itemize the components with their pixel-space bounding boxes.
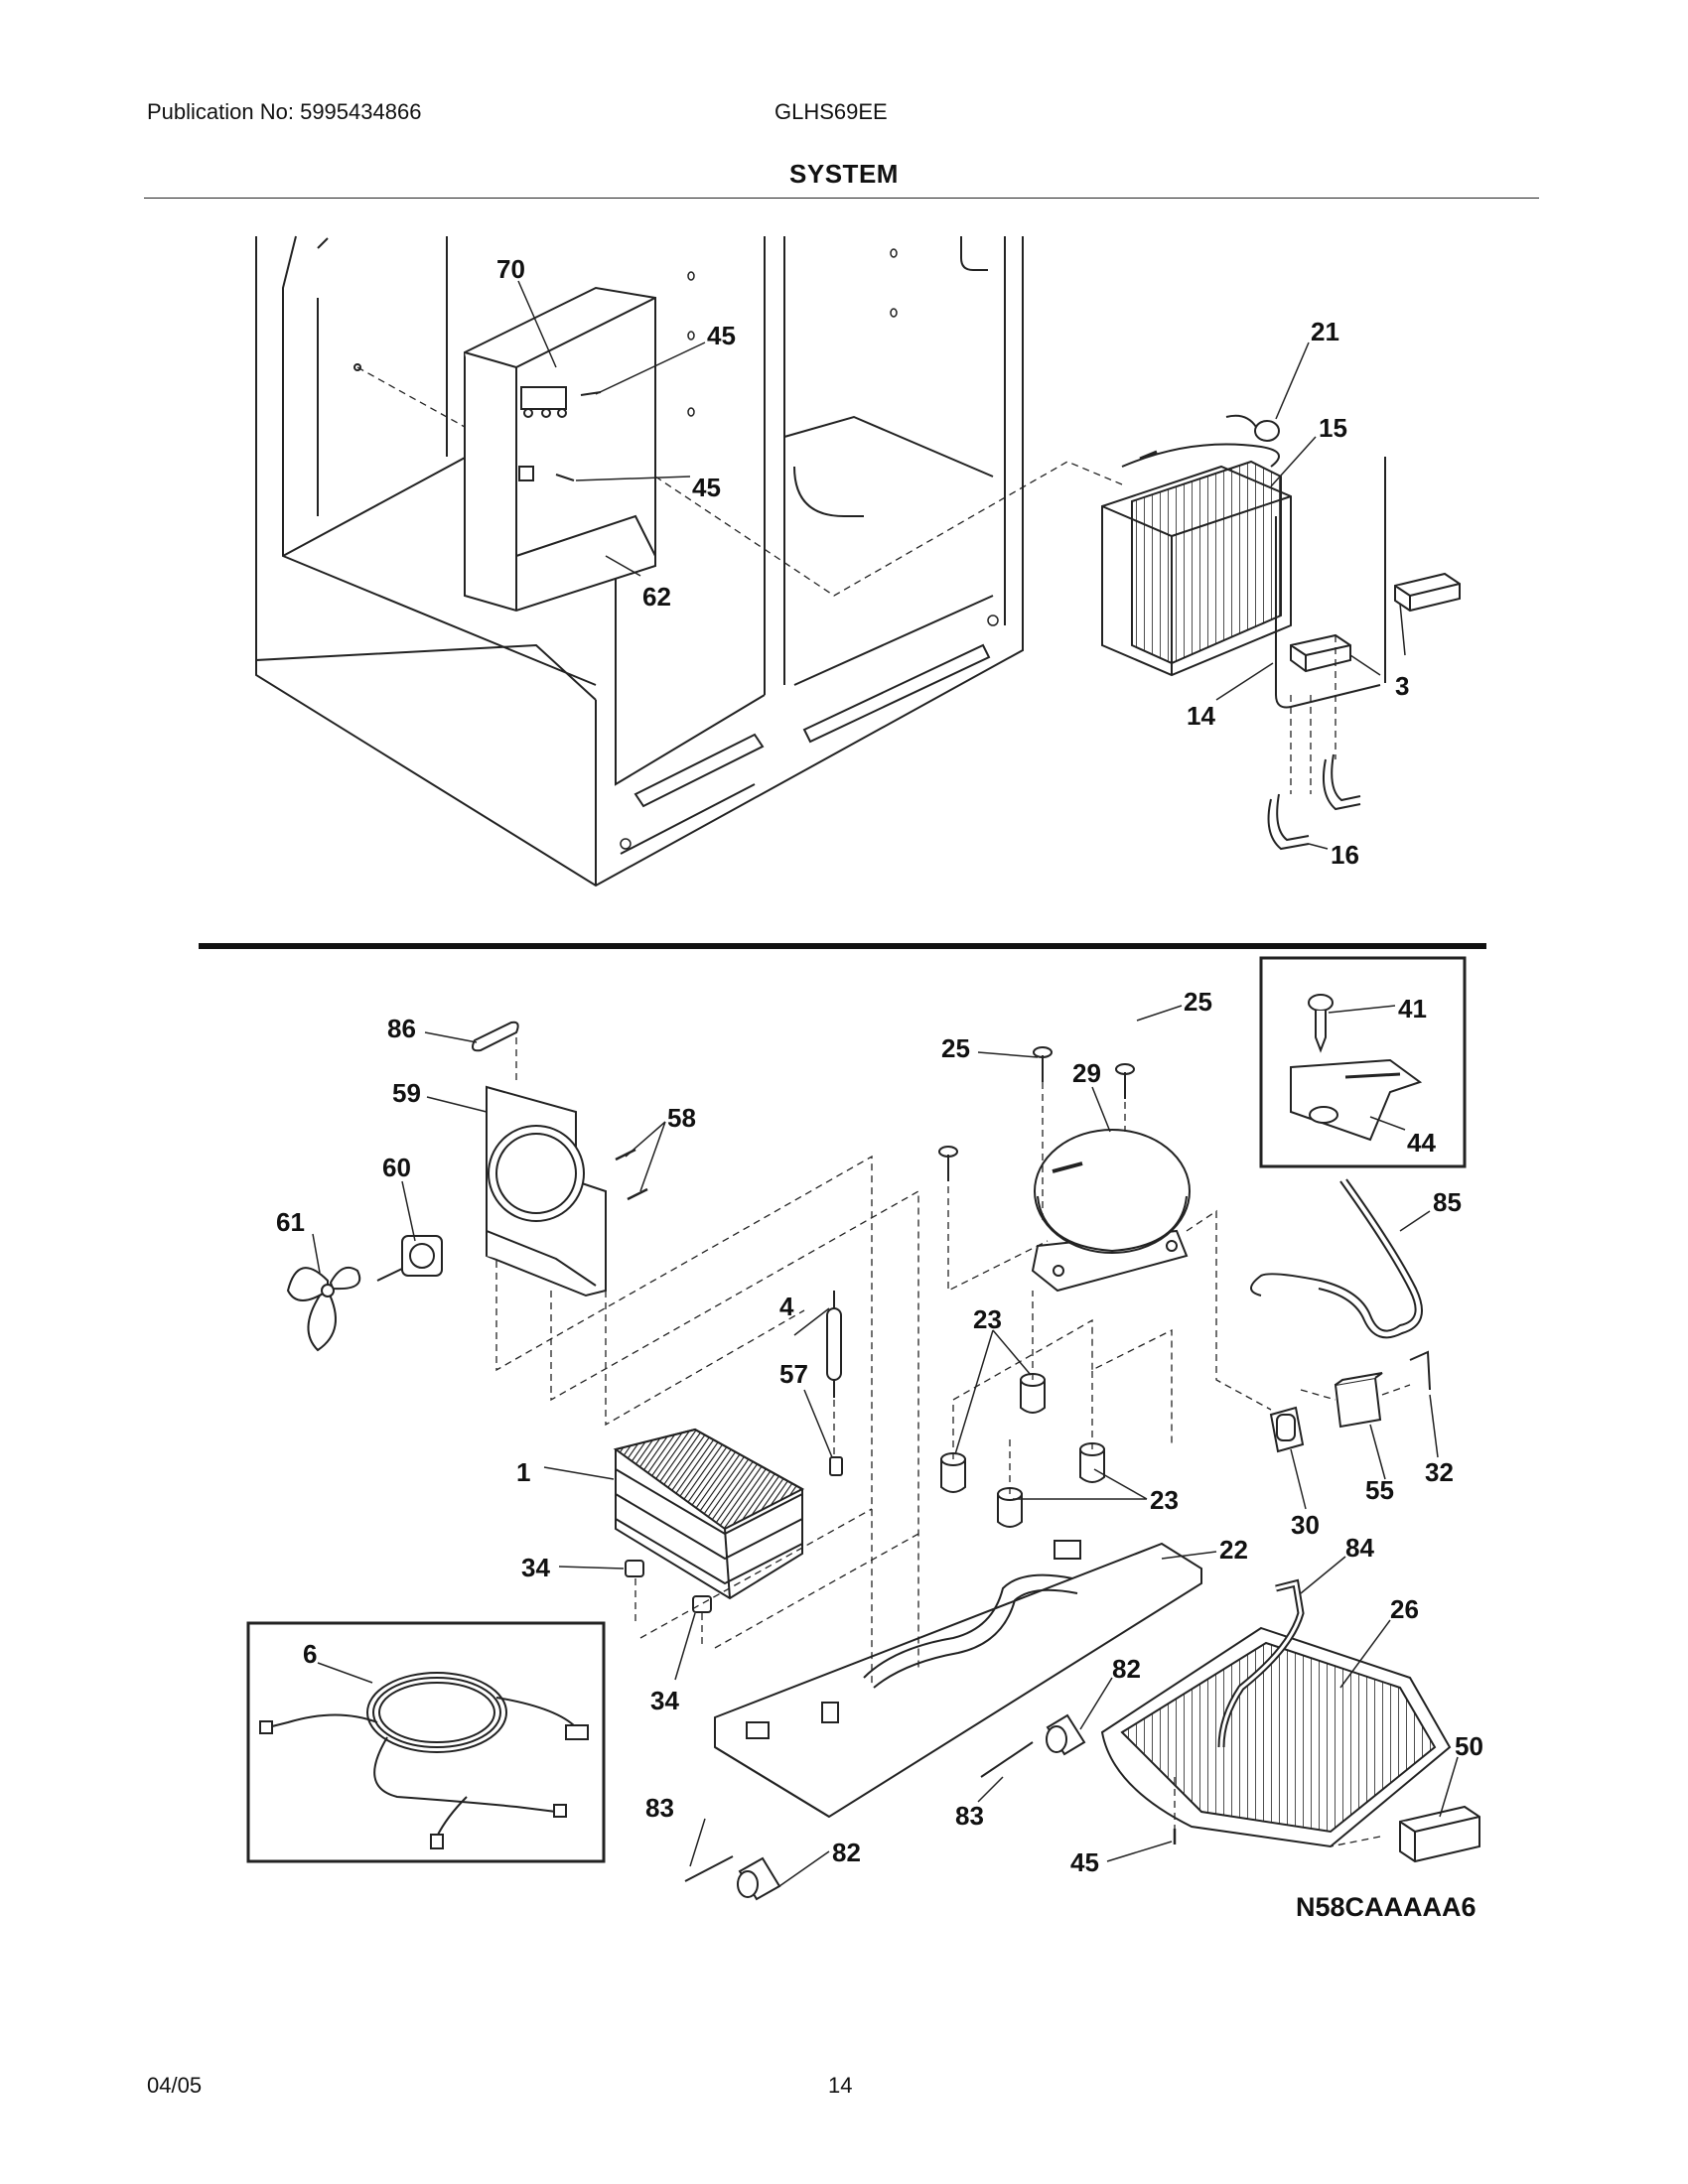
shroud-clip (472, 1021, 519, 1052)
callout-26: 26 (1390, 1594, 1419, 1624)
roller-screws (684, 1741, 1034, 1882)
callout-86: 86 (387, 1014, 416, 1043)
callout-23: 23 (973, 1304, 1002, 1334)
callout-59: 59 (392, 1078, 421, 1108)
callout-58: 58 (667, 1103, 696, 1133)
defrost-heater (1275, 457, 1386, 709)
condenser-coil (613, 1428, 805, 1600)
inset-bracket (1290, 994, 1423, 1142)
machine-base-pan (714, 1540, 1202, 1819)
inset-bracket-box (1259, 956, 1467, 1168)
callout-41: 41 (1398, 994, 1427, 1024)
callout-45: 45 (1070, 1847, 1099, 1877)
callout-60: 60 (382, 1153, 411, 1182)
model-number: GLHS69EE (774, 99, 888, 124)
callout-labels: 70 45 45 62 21 15 14 3 16 86 59 58 60 61… (276, 254, 1483, 1877)
callout-55: 55 (1365, 1475, 1394, 1505)
callout-34: 34 (650, 1686, 679, 1715)
callout-85: 85 (1433, 1187, 1462, 1217)
callout-14: 14 (1187, 701, 1215, 731)
publication-date: 04/05 (147, 2073, 203, 2098)
callout-30: 30 (1291, 1510, 1320, 1540)
callout-29: 29 (1072, 1058, 1101, 1088)
callout-62: 62 (642, 582, 671, 612)
callout-44: 44 (1407, 1128, 1436, 1158)
callout-32: 32 (1425, 1457, 1454, 1487)
callout-21: 21 (1311, 317, 1339, 346)
condenser-fan-motor (376, 1235, 443, 1282)
title-rule (144, 198, 1539, 199)
callout-57: 57 (779, 1359, 808, 1389)
callout-70: 70 (496, 254, 525, 284)
section-title: SYSTEM (789, 159, 899, 189)
callout-82: 82 (1112, 1654, 1141, 1684)
publication-number: Publication No: 5995434866 (147, 99, 422, 124)
compressor (1031, 1129, 1191, 1293)
compressor-grommets (940, 1373, 1105, 1528)
callout-22: 22 (1219, 1535, 1248, 1565)
callout-15: 15 (1319, 413, 1347, 443)
rollers (737, 1713, 1086, 1901)
callout-6: 6 (303, 1639, 317, 1669)
callout-23: 23 (1150, 1485, 1179, 1515)
callout-1: 1 (516, 1457, 530, 1487)
foam-blocks (1290, 572, 1461, 673)
callout-25: 25 (1184, 987, 1212, 1017)
callout-16: 16 (1331, 840, 1359, 870)
bottom-dash-lines (495, 1037, 1411, 1847)
callout-50: 50 (1455, 1731, 1483, 1761)
evaporator-coil (1101, 443, 1292, 677)
callout-45: 45 (692, 473, 721, 502)
condenser-fan-blade (286, 1267, 361, 1352)
callout-34: 34 (521, 1553, 550, 1582)
ice-chute-housing (464, 286, 656, 613)
filter-drier (826, 1291, 843, 1476)
callout-25: 25 (941, 1033, 970, 1063)
compressor-bolts (938, 1046, 1135, 1181)
callout-3: 3 (1395, 671, 1409, 701)
drain-pan-bracket (1399, 1805, 1480, 1863)
cabinet-holes (620, 248, 999, 850)
defrost-sensor (1225, 414, 1280, 442)
cabinet-liner (255, 235, 1024, 887)
top-dash-lines (356, 366, 1336, 794)
callout-leaders (312, 280, 1459, 1887)
electrical-components (1269, 1350, 1431, 1453)
fan-wire-bracket (1250, 1178, 1423, 1339)
condenser-grommets (625, 1560, 712, 1613)
power-cord (259, 1672, 589, 1849)
callout-83: 83 (645, 1793, 674, 1823)
callout-84: 84 (1345, 1533, 1374, 1563)
page-number: 14 (828, 2073, 853, 2098)
shroud-screws (615, 1148, 648, 1201)
power-cord-inset-box (246, 1621, 606, 1863)
callout-45: 45 (707, 321, 736, 350)
diagram-code: N58CAAAAA6 (1296, 1892, 1477, 1922)
callout-4: 4 (779, 1292, 794, 1321)
callout-83: 83 (955, 1801, 984, 1831)
drain-pan (1100, 1578, 1452, 1848)
condenser-fan-shroud (486, 1085, 607, 1297)
callout-61: 61 (276, 1207, 305, 1237)
callout-82: 82 (832, 1838, 861, 1867)
heater-clips (1267, 753, 1361, 851)
